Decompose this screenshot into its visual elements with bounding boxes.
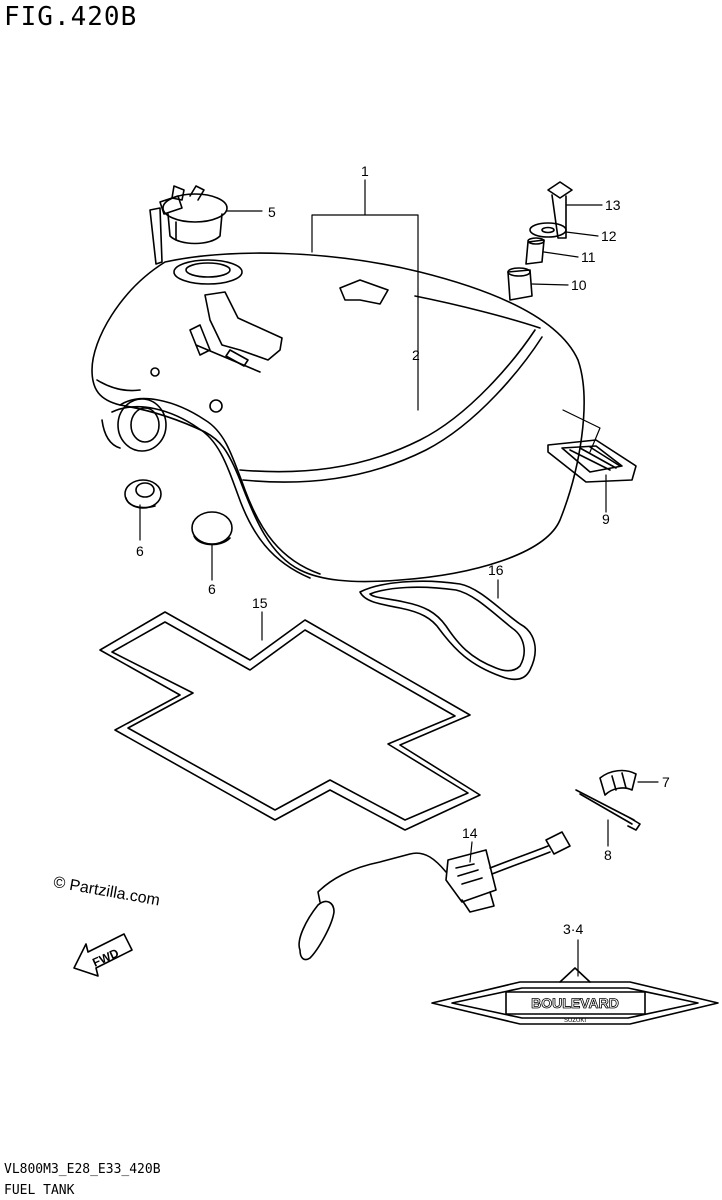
figure-name: FUEL TANK [4, 1183, 75, 1198]
callout-7: 7 [662, 774, 670, 790]
pad-9 [547, 439, 637, 483]
callout-1: 1 [361, 163, 369, 179]
emblem-text: BOULEVARD [531, 995, 619, 1011]
callout-13: 13 [605, 197, 621, 213]
spacer-11 [525, 237, 545, 265]
callout-14: 14 [462, 825, 478, 841]
callout-15: 15 [252, 595, 268, 611]
cushion-15 [99, 611, 481, 831]
fuel-gauge-14 [298, 831, 571, 961]
clamp-7 [599, 769, 637, 796]
callout-11: 11 [581, 249, 596, 265]
callout-10: 10 [571, 277, 587, 293]
callout-5: 5 [268, 204, 276, 220]
tie-8 [575, 789, 641, 831]
fwd-arrow: FWD [73, 933, 133, 977]
callout-9: 9 [602, 511, 610, 527]
fuel-tank [91, 252, 585, 583]
bolt-13 [547, 181, 573, 239]
emblem-3-4: BOULEVARD SUZUKI [431, 967, 719, 1025]
callout-16: 16 [488, 562, 504, 578]
figure-model-code: VL800M3_E28_E33_420B [4, 1162, 161, 1177]
cap-6a [124, 479, 162, 509]
callout-3-4: 3·4 [563, 921, 583, 937]
figure-title: FIG.420B [4, 2, 138, 32]
callout-12: 12 [601, 228, 617, 244]
callout-6a: 6 [136, 543, 144, 559]
cap-6b [191, 511, 233, 546]
callout-2: 2 [412, 347, 420, 363]
callout-8: 8 [604, 847, 612, 863]
leader-lines [139, 179, 659, 977]
callout-6b: 6 [208, 581, 216, 597]
washer-12 [529, 222, 567, 238]
cushion-10 [507, 267, 533, 301]
cushion-16 [359, 580, 536, 681]
emblem-subtext: SUZUKI [564, 1018, 586, 1024]
fuel-cap [149, 185, 228, 265]
